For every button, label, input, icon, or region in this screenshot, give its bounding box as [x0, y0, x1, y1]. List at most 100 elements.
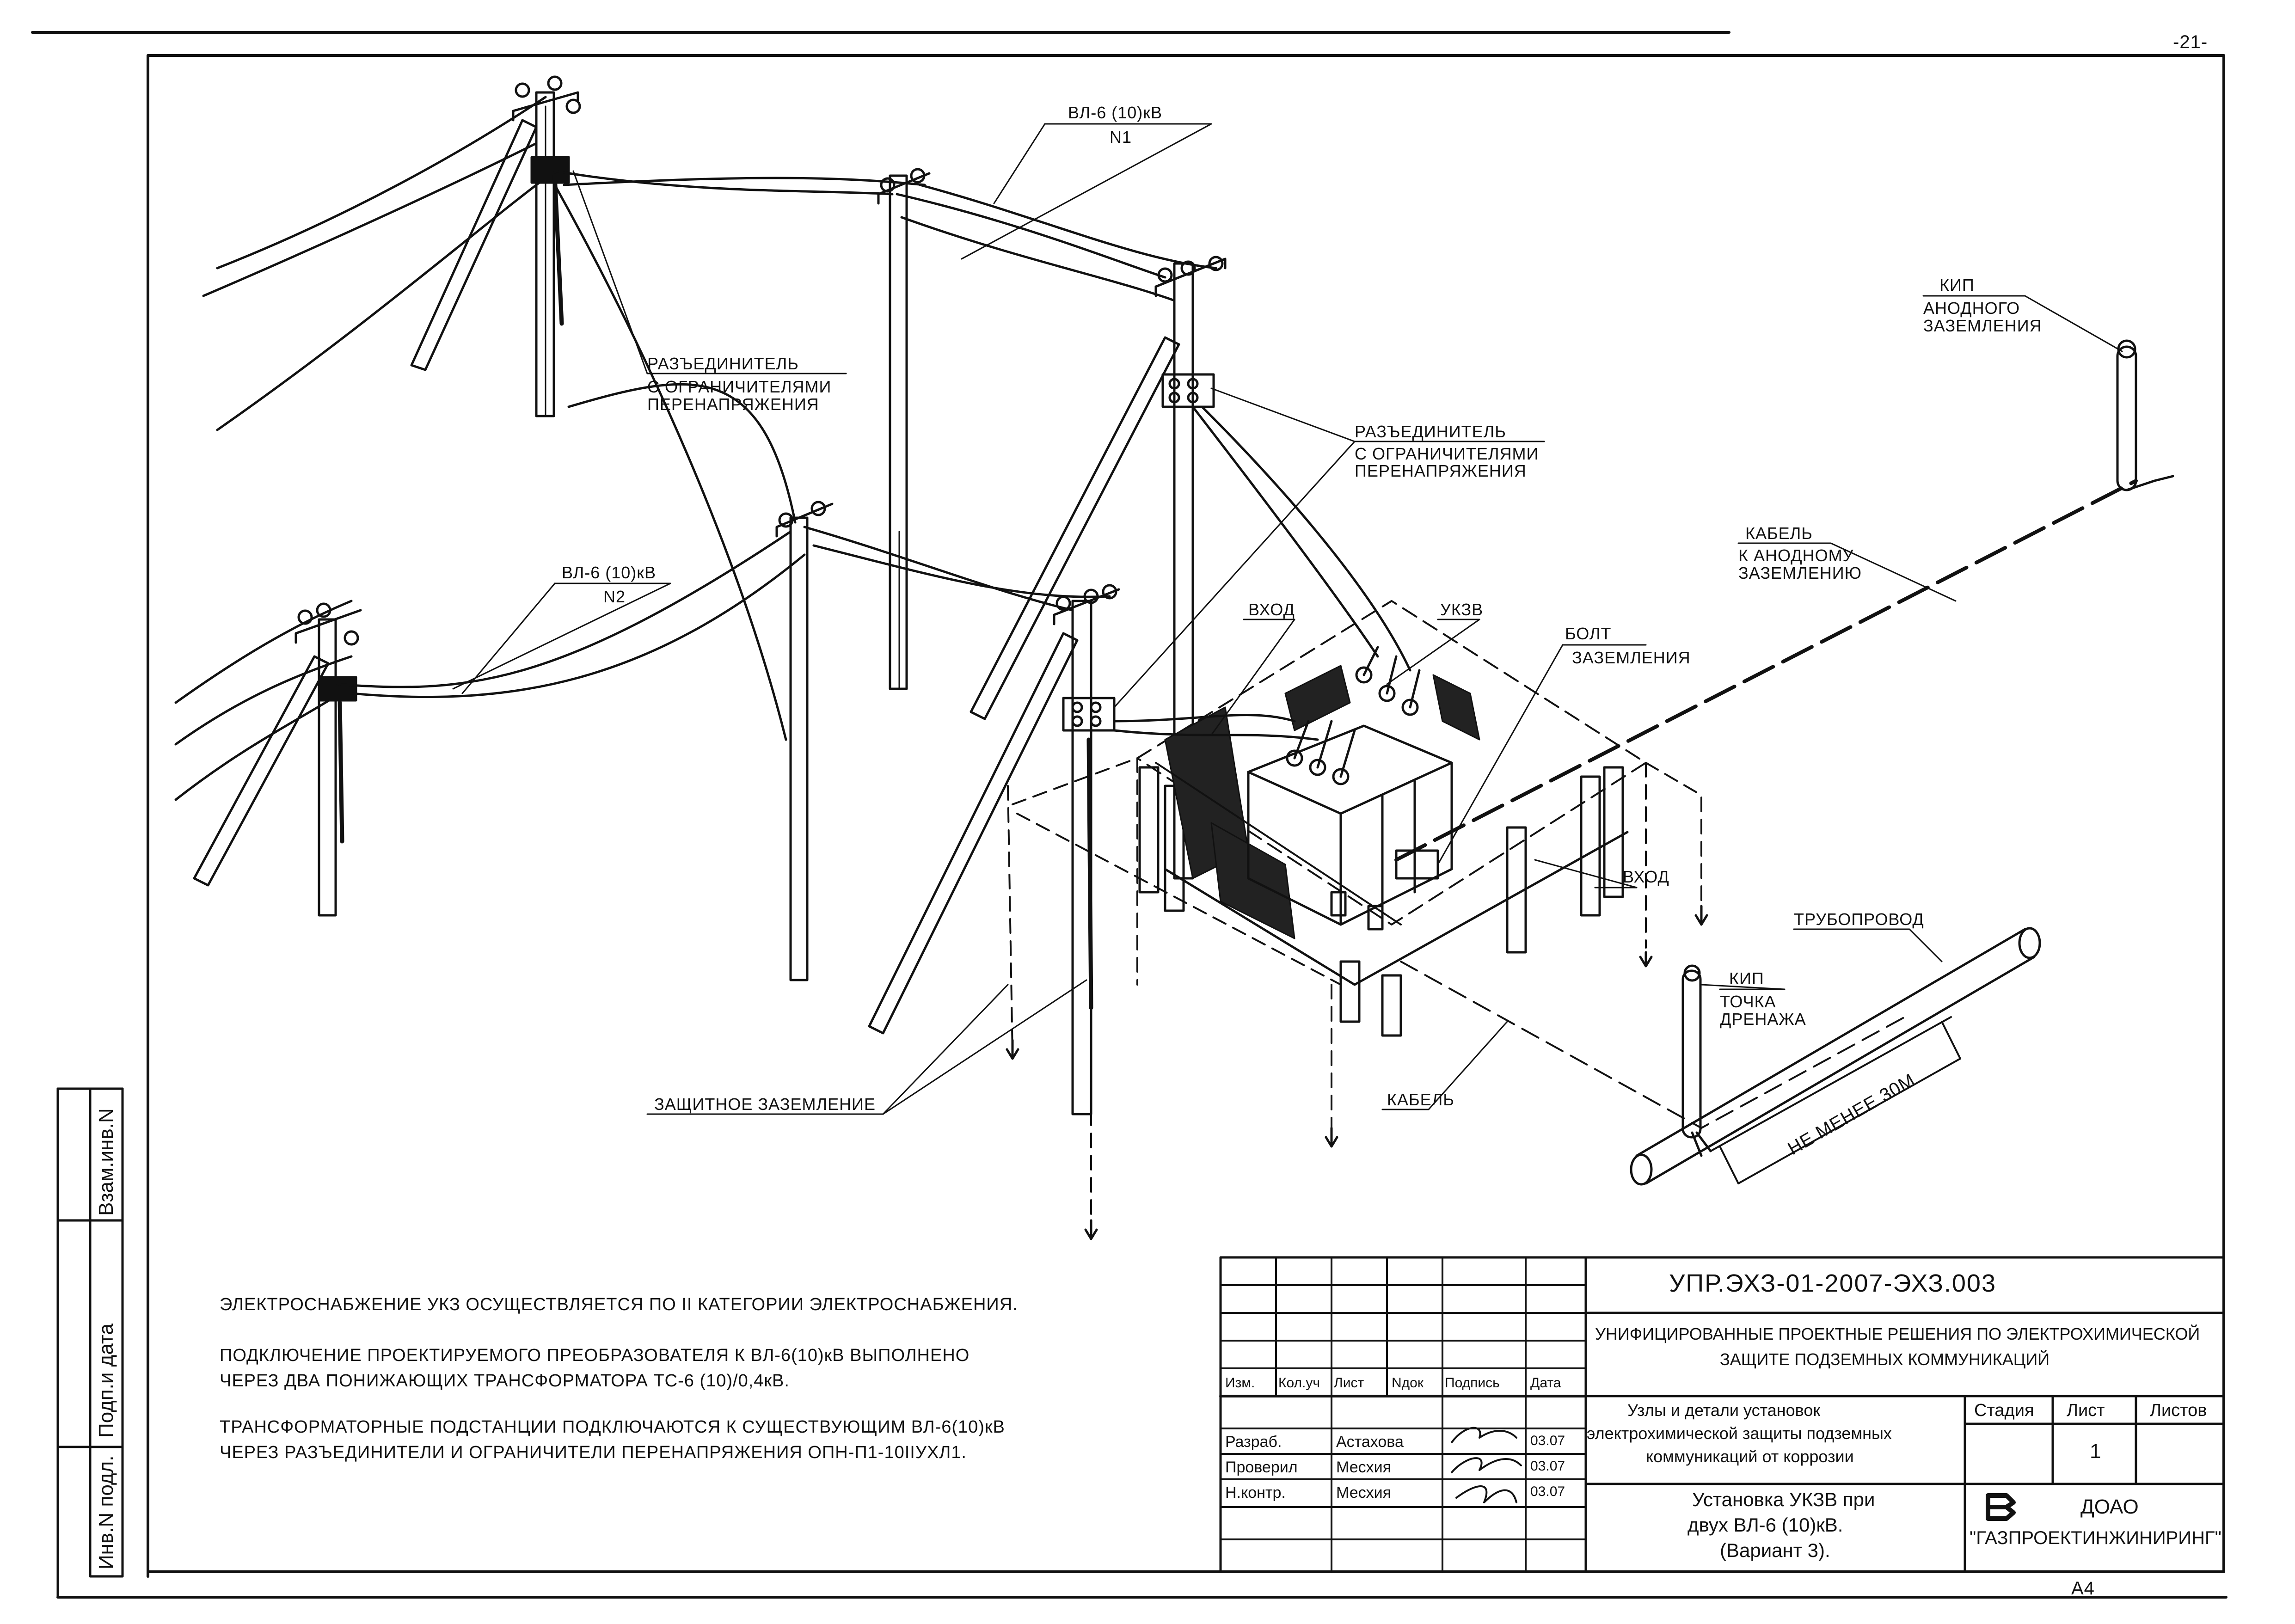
label-disconnector-left-3: ПЕРЕНАПРЯЖЕНИЯ [647, 395, 819, 414]
pole-p4 [193, 602, 362, 917]
leader-vl-n2 [452, 582, 671, 690]
page-number: -21- [2173, 32, 2208, 52]
label-cable-anode-2: К АНОДНОМУ [1738, 546, 1854, 565]
label-kip-anode-3: ЗАЗЕМЛЕНИЯ [1923, 316, 2042, 335]
wire-n1-to-n2-link [553, 184, 787, 741]
sig-role-3: Н.контр. [1225, 1484, 1286, 1501]
leader-entry-top [1210, 619, 1295, 736]
note-1: ЭЛЕКТРОСНАБЖЕНИЕ УКЗ ОСУЩЕСТВЛЯЕТСЯ ПО I… [220, 1295, 1018, 1314]
col-izm: Изм. [1225, 1375, 1255, 1391]
company-line-1: ДОАО [2080, 1495, 2139, 1518]
note-2a: ПОДКЛЮЧЕНИЕ ПРОЕКТИРУЕМОГО ПРЕОБРАЗОВАТЕ… [220, 1346, 970, 1365]
label-pipeline: ТРУБОПРОВОД [1794, 910, 1924, 929]
signature-1 [1451, 1427, 1517, 1443]
title-block-grid [1219, 1256, 2225, 1573]
wire-n2-span-4 [812, 544, 1111, 598]
ground-arrow-5 [1639, 951, 1653, 968]
col-podpis: Подпись [1445, 1375, 1500, 1391]
leader-cable-anode [1737, 542, 1957, 602]
format-label: A4 [2071, 1578, 2095, 1599]
wire-n1-span-2 [896, 193, 1166, 279]
label-ukzv: УКЗВ [1440, 600, 1484, 619]
ground-arrow-1 [1006, 1039, 1019, 1060]
label-cable: КАБЕЛЬ [1387, 1090, 1454, 1109]
sheet-title-2: двух ВЛ-6 (10)кВ. [1688, 1514, 1843, 1536]
label-kip-drain-1: КИП [1729, 969, 1764, 988]
side-stamp-vzam-inv: Взам.инв.N [95, 1108, 117, 1216]
label-entry-top: ВХОД [1248, 600, 1295, 619]
note-3b: ЧЕРЕЗ РАЗЪЕДИНИТЕЛИ И ОГРАНИЧИТЕЛИ ПЕРЕН… [220, 1443, 967, 1462]
feed-upper-disconnector [1191, 405, 1379, 658]
wire-n2-span-3 [803, 526, 1074, 612]
side-stamp-podp-data: Подп.и дата [95, 1324, 117, 1438]
leader-bolt [1437, 644, 1647, 865]
anode-cable [1394, 479, 2138, 862]
ground-arrow-2 [1084, 1219, 1098, 1240]
label-disconnector-right-3: ПЕРЕНАПРЯЖЕНИЯ [1355, 461, 1527, 480]
section-title-1: Узлы и детали установок [1627, 1401, 1821, 1420]
sheet-number: 1 [2090, 1440, 2101, 1463]
label-vl-n1-line1: ВЛ-6 (10)кВ [1068, 103, 1163, 122]
sig-name-2: Месхия [1336, 1459, 1392, 1476]
label-kip-drain-3: ДРЕНАЖА [1720, 1010, 1806, 1029]
label-disconnector-right-2: С ОГРАНИЧИТЕЛЯМИ [1355, 444, 1539, 463]
kip-anode-post [2116, 339, 2174, 491]
pole-p1 [410, 75, 581, 417]
feed-upper-disconnector-2 [1201, 405, 1411, 672]
label-vl-n1-line2: N1 [1110, 128, 1132, 147]
wire-n2-span-1 [336, 530, 792, 688]
substation-enclosure [1136, 600, 1647, 1037]
leader-protective-ground-2 [882, 979, 1087, 1115]
wire-n1-offpage-1 [216, 96, 547, 270]
label-protective-ground: ЗАЩИТНОЕ ЗАЗЕМЛЕНИЕ [654, 1095, 876, 1114]
sig-date-3: 03.07 [1530, 1484, 1565, 1499]
sig-date-2: 03.07 [1530, 1459, 1565, 1474]
label-disconnector-right-1: РАЗЪЕДИНИТЕЛЬ [1355, 422, 1506, 441]
col-ndok: Nдок [1392, 1375, 1424, 1391]
distance-dimension [1710, 1016, 1961, 1184]
label-cable-anode-3: ЗАЗЕМЛЕНИЮ [1738, 564, 1862, 582]
leader-vl-n2-2 [461, 582, 556, 694]
sig-role-1: Разраб. [1225, 1433, 1282, 1451]
leader-kip-drain [1700, 984, 1786, 990]
section-title-3: коммуникаций от коррозии [1646, 1447, 1854, 1466]
note-2b: ЧЕРЕЗ ДВА ПОНИЖАЮЩИХ ТРАНСФОРМАТОРА ТС-6… [220, 1371, 790, 1391]
company-line-2: "ГАЗПРОЕКТИНЖИНИРИНГ" [1970, 1528, 2221, 1548]
drain-cable [1400, 961, 1906, 1129]
ground-line-1 [1007, 785, 1013, 1055]
label-bolt-1: БОЛТ [1565, 624, 1612, 643]
wire-n2-offpage-1 [174, 600, 353, 704]
label-cable-anode-1: КАБЕЛЬ [1745, 524, 1813, 543]
ground-ring-left [1012, 757, 1138, 805]
leader-vl-n1 [961, 123, 1212, 260]
label-vl-n2-line2: N2 [603, 587, 626, 606]
leader-disconnector-right [1210, 387, 1545, 442]
ground-line-right [1645, 762, 1702, 925]
sig-role-2: Проверил [1225, 1459, 1298, 1476]
label-disconnector-left-2: С ОГРАНИЧИТЕЛЯМИ [647, 377, 832, 396]
wire-n1-span-5 [919, 184, 1217, 270]
sig-date-1: 03.07 [1530, 1433, 1565, 1448]
section-title-2: электрохимической защиты подземных [1587, 1424, 1892, 1443]
kip-drain-post [1681, 964, 1712, 1157]
leader-vl-n1-2 [993, 123, 1046, 204]
stage-header: Стадия [1974, 1401, 2034, 1420]
wire-n2-offpage-3 [174, 697, 334, 801]
signature-2 [1451, 1457, 1522, 1473]
sig-name-3: Месхия [1336, 1484, 1392, 1501]
wire-n1-offpage-2 [202, 142, 538, 297]
col-list: Лист [1334, 1375, 1364, 1391]
wire-n2-span-2 [350, 553, 806, 699]
leader-ukzv [1386, 619, 1480, 685]
project-title-2: ЗАЩИТЕ ПОДЗЕМНЫХ КОММУНИКАЦИЙ [1720, 1350, 2050, 1369]
label-kip-anode-2: АНОДНОГО [1923, 299, 2020, 318]
note-3a: ТРАНСФОРМАТОРНЫЕ ПОДСТАНЦИИ ПОДКЛЮЧАЮТСЯ… [220, 1417, 1005, 1437]
wire-n1-offpage-3 [216, 170, 556, 431]
leader-kip-anode [1922, 295, 2123, 352]
feed-lower-disconnector [1113, 714, 1296, 723]
ground-line-4 [1016, 813, 1342, 986]
pole-p5 [775, 501, 834, 981]
feed-lower-disconnector-2 [1113, 729, 1319, 741]
ground-arrow-3 [1325, 1127, 1338, 1148]
